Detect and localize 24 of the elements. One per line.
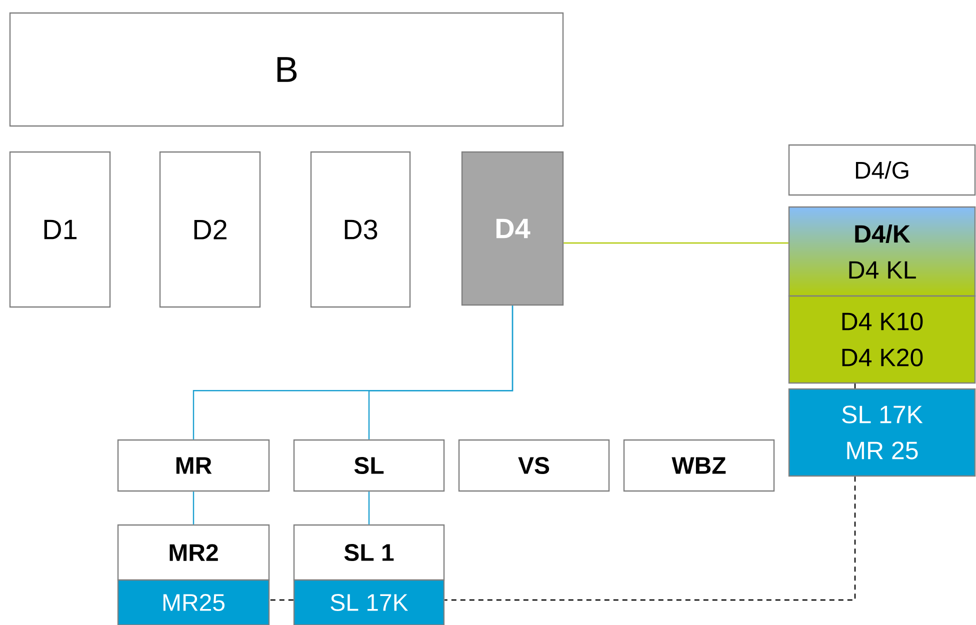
connector-line — [192, 492, 194, 524]
dashed-connector — [270, 599, 294, 601]
process-box: B — [9, 12, 564, 127]
dashed-connector — [444, 476, 856, 601]
connector-line — [368, 306, 514, 440]
process-box: SL — [293, 439, 445, 492]
process-box: MR25 — [117, 579, 270, 625]
connector-line — [564, 242, 788, 244]
process-box: D4 K10 D4 K20 — [788, 295, 976, 384]
process-box: SL 1 — [293, 524, 445, 581]
process-box: MR — [117, 439, 270, 492]
connector-line — [854, 384, 856, 388]
process-box: D2 — [159, 151, 261, 308]
process-box: D4 — [461, 151, 564, 306]
process-box: WBZ — [623, 439, 775, 492]
process-box: D4/K D4 KL — [788, 206, 976, 297]
process-box: SL 17K — [293, 579, 445, 625]
process-box: D1 — [9, 151, 111, 308]
process-box: D3 — [310, 151, 411, 308]
process-box: SL 17K MR 25 — [788, 388, 976, 477]
process-box: VS — [458, 439, 610, 492]
process-box: MR2 — [117, 524, 270, 581]
connector-line — [368, 492, 370, 524]
process-box: D4/G — [788, 144, 976, 196]
